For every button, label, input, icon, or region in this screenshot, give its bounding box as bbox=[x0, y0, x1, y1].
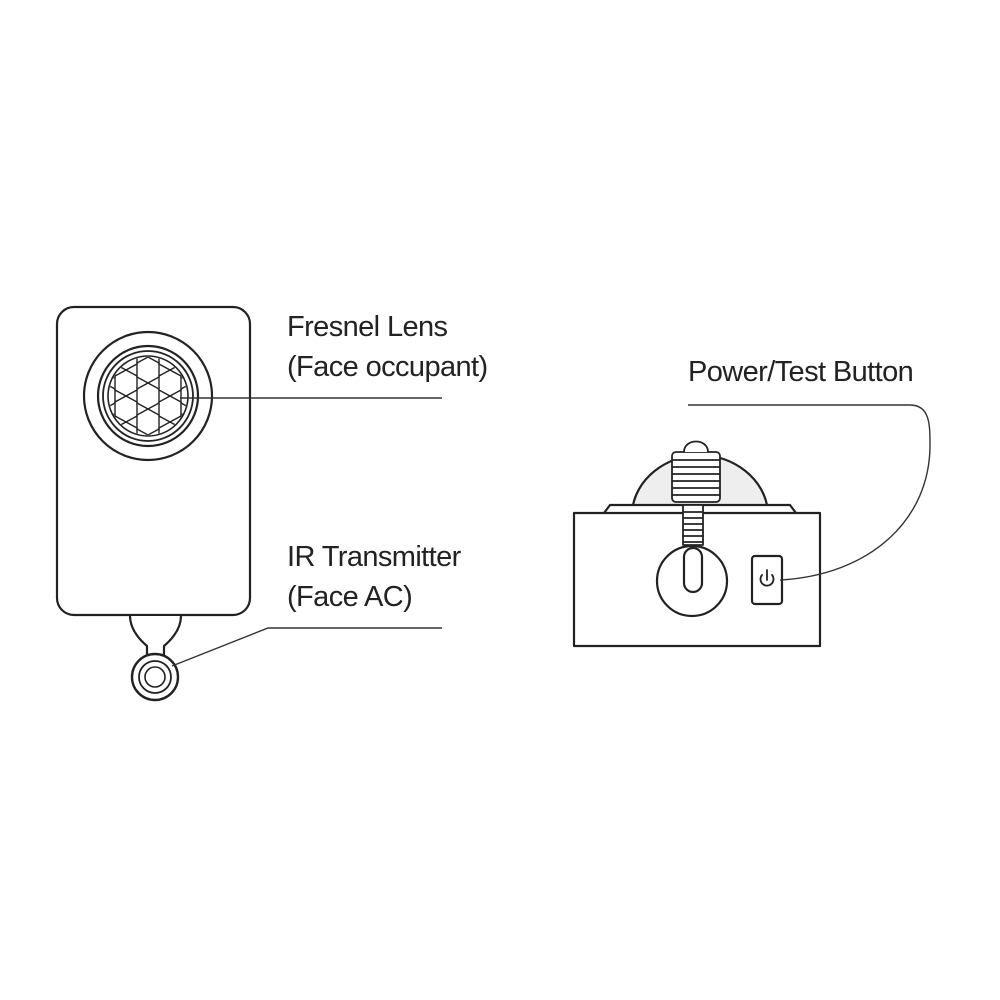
ir-transmitter-label: IR Transmitter bbox=[287, 541, 462, 573]
fresnel-lens-icon bbox=[82, 330, 214, 462]
sensor-neck bbox=[682, 504, 704, 546]
ir-transmitter-sublabel: (Face AC) bbox=[287, 581, 412, 613]
device-side-view bbox=[572, 440, 822, 648]
power-test-button-label: Power/Test Button bbox=[688, 356, 913, 388]
power-button-leader bbox=[688, 404, 931, 581]
power-test-button[interactable] bbox=[750, 554, 784, 606]
leader-lines-front bbox=[171, 397, 442, 667]
sensor-head bbox=[671, 440, 721, 503]
device-front-view bbox=[55, 305, 252, 702]
fresnel-lens-sublabel: (Face occupant) bbox=[287, 351, 488, 383]
ir-transmitter-leader bbox=[171, 627, 442, 667]
power-icon bbox=[759, 569, 775, 587]
ir-transmitter-icon bbox=[128, 615, 183, 702]
fresnel-lens-label: Fresnel Lens bbox=[287, 311, 448, 343]
